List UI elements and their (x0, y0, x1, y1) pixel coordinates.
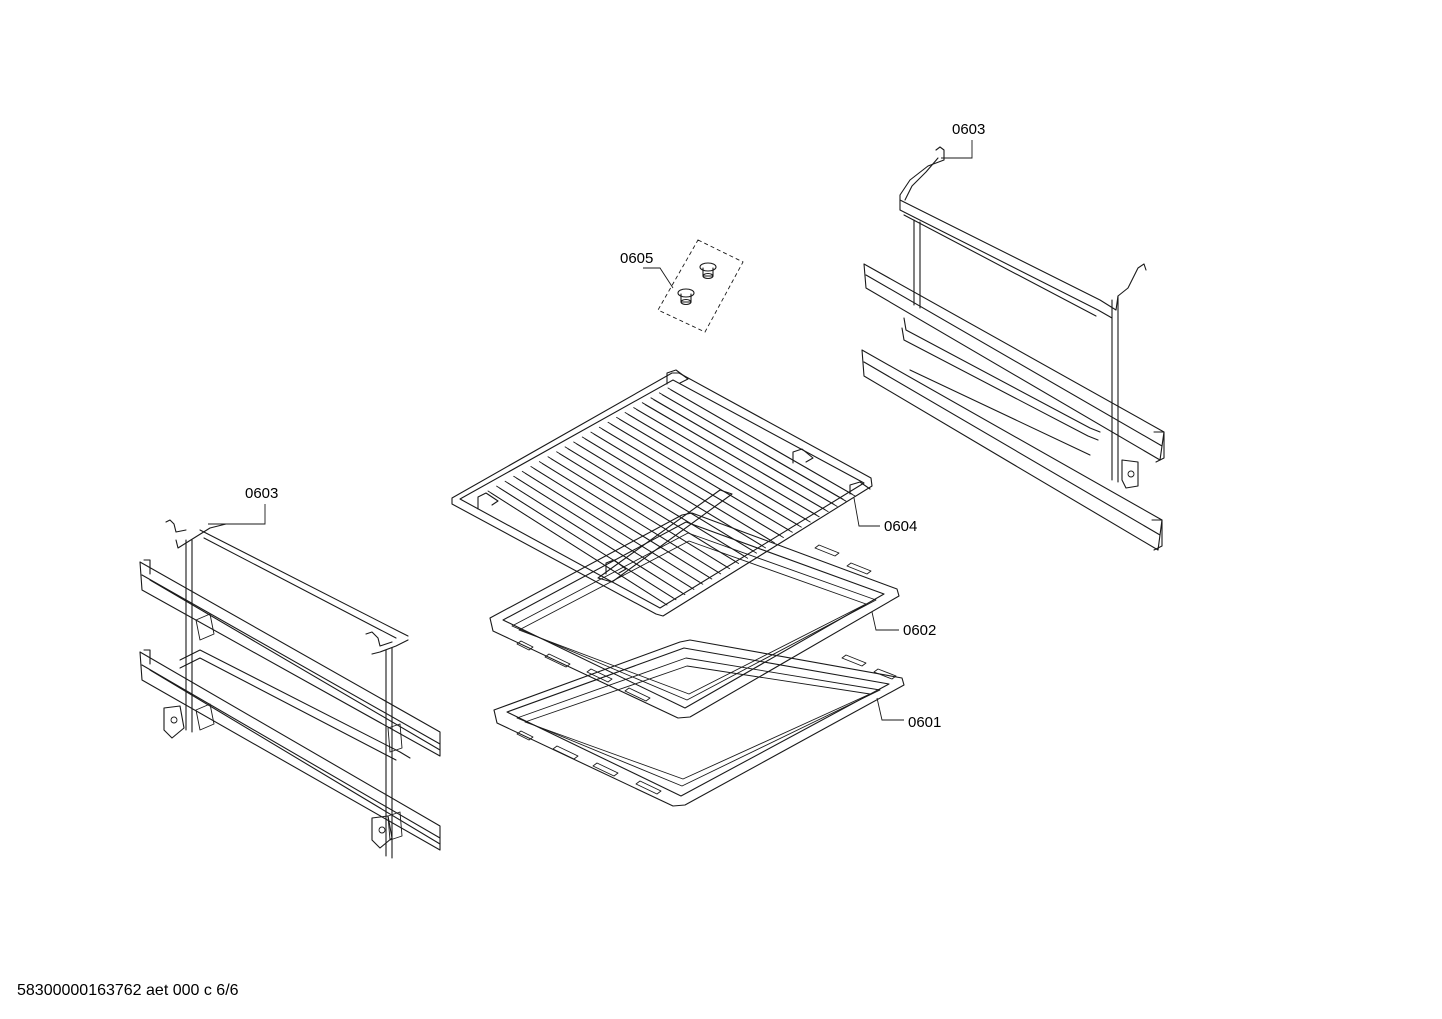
callout-0601: 0601 (908, 714, 941, 731)
rack-rod-edge (559, 453, 740, 564)
fixing-screws-part[interactable] (657, 239, 744, 333)
rack-rod-edge (619, 418, 802, 528)
universal-pan-part[interactable] (493, 639, 905, 807)
rack-rod-edge (541, 463, 722, 575)
rack-rod-edge (516, 477, 695, 590)
callout-0605: 0605 (620, 250, 653, 267)
rack-rod-edge (567, 448, 749, 559)
shelf-support-left-part[interactable] (139, 519, 441, 859)
callout-0603-right: 0603 (952, 121, 985, 138)
rack-rod-edge (584, 438, 766, 549)
rack-rod-edge (670, 389, 856, 497)
document-footer-code: 58300000163762 aet 000 c 6/6 (17, 982, 239, 999)
rack-rod-edge (490, 492, 668, 606)
baking-tray-part[interactable] (489, 512, 900, 719)
callout-0604: 0604 (884, 518, 917, 535)
rack-rods (487, 387, 856, 606)
rack-rod-edge (533, 468, 713, 580)
rack-rod-edge (601, 428, 784, 538)
callout-0602: 0602 (903, 622, 936, 639)
screw-icon (699, 262, 717, 280)
rack-rod-edge (593, 433, 775, 544)
rack-rod-edge (576, 443, 757, 554)
rack-rod-edge (653, 399, 838, 507)
rack-rod-edge (627, 414, 811, 523)
rack-rod-edge (499, 487, 677, 601)
rack-rod-edge (524, 472, 704, 585)
rack-rod-edge (507, 482, 686, 596)
wire-rack-part[interactable] (451, 369, 873, 617)
leader-lines (208, 140, 973, 721)
shelf-support-right-part[interactable] (861, 146, 1165, 551)
rack-rod-edge (661, 394, 847, 502)
pan-slots (516, 654, 897, 795)
callout-0603-left: 0603 (245, 485, 278, 502)
rack-rod-edge (550, 458, 731, 570)
rack-rod-edge (610, 423, 793, 533)
rack-rod-edge (644, 404, 829, 513)
rack-rod-edge (636, 409, 820, 518)
tray-slots (516, 544, 872, 702)
screw-icon (677, 288, 695, 306)
